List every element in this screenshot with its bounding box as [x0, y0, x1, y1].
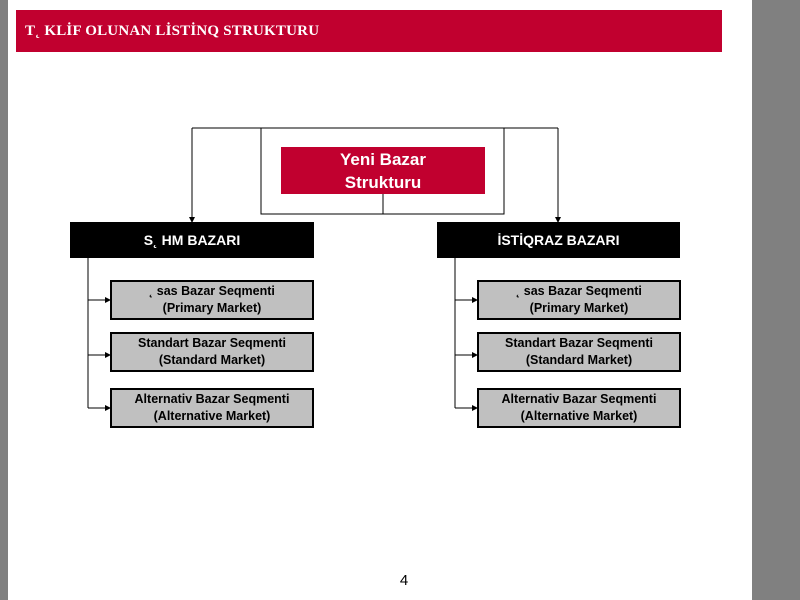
segment-subtitle: (Alternative Market) — [153, 409, 271, 423]
segment-title: ˛ sas Bazar Seqmenti — [149, 284, 275, 298]
segment-node: Standart Bazar Seqmenti (Standard Market… — [110, 332, 314, 372]
segment-subtitle: (Primary Market) — [162, 301, 262, 315]
slide-title: T˛ KLİF OLUNAN LİSTİNQ STRUKTURU — [25, 22, 320, 39]
market-label: S˛ HM BAZARI — [143, 232, 241, 248]
segment-subtitle: (Alternative Market) — [520, 409, 638, 423]
segment-node: ˛ sas Bazar Seqmenti (Primary Market) — [110, 280, 314, 320]
market-node-shares: S˛ HM BAZARI — [70, 222, 314, 258]
market-label: İSTİQRAZ BAZARI — [497, 232, 620, 248]
root-label: Yeni Bazar Strukturu — [340, 149, 426, 192]
segment-subtitle: (Primary Market) — [529, 301, 629, 315]
slide-title-bar: T˛ KLİF OLUNAN LİSTİNQ STRUKTURU — [16, 10, 722, 52]
segment-subtitle: (Standard Market) — [525, 353, 633, 367]
segment-node: Standart Bazar Seqmenti (Standard Market… — [477, 332, 681, 372]
segment-subtitle: (Standard Market) — [158, 353, 266, 367]
page-number: 4 — [399, 572, 409, 589]
segment-title: Standart Bazar Seqmenti — [505, 336, 653, 350]
segment-node: Alternativ Bazar Seqmenti (Alternative M… — [110, 388, 314, 428]
segment-title: ˛ sas Bazar Seqmenti — [516, 284, 642, 298]
segment-title: Alternativ Bazar Seqmenti — [134, 392, 290, 406]
segment-node: Alternativ Bazar Seqmenti (Alternative M… — [477, 388, 681, 428]
segment-title: Alternativ Bazar Seqmenti — [501, 392, 657, 406]
segment-node: ˛ sas Bazar Seqmenti (Primary Market) — [477, 280, 681, 320]
segment-title: Standart Bazar Seqmenti — [138, 336, 286, 350]
market-node-bonds: İSTİQRAZ BAZARI — [437, 222, 680, 258]
root-node: Yeni Bazar Strukturu — [281, 147, 485, 194]
